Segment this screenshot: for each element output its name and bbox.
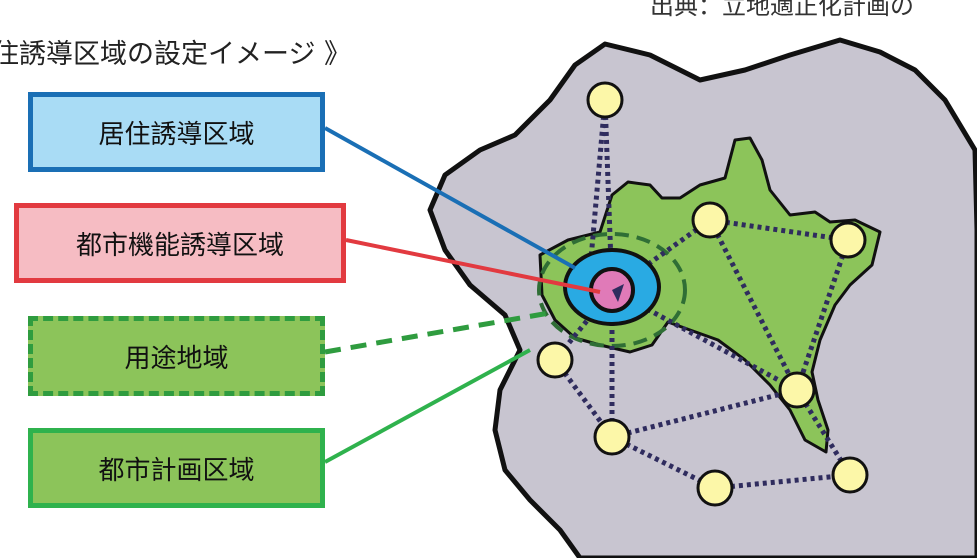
network-nodes [536,81,869,507]
legend-city-planning-area: 都市計画区域 [28,428,325,508]
node [536,341,574,379]
node [778,371,816,409]
node [696,469,734,507]
node [586,81,624,119]
connector-urban-function [345,238,601,294]
node [831,456,869,494]
connector-residential [324,126,576,270]
legend-city-planning-label: 都市計画区域 [98,455,255,486]
node [691,201,729,239]
legend-urban-function-label: 都市機能誘導区域 [75,230,284,261]
connector-city-planning [324,348,531,464]
node [593,418,631,456]
legend-use-district-label: 用途地域 [124,343,229,374]
source-note: 出典：立地適正化計画の [650,0,914,20]
page-title: 住誘導区域の設定イメージ 》 [0,39,352,70]
legend-residential-label: 居住誘導区域 [98,119,255,150]
legend-use-district: 用途地域 [28,316,325,396]
node [829,221,867,259]
connector-use-district [324,309,556,355]
center-arrow-icon [612,284,624,302]
legend-urban-function-induction-area: 都市機能誘導区域 [14,203,346,283]
legend-residential-induction-area: 居住誘導区域 [28,92,325,172]
